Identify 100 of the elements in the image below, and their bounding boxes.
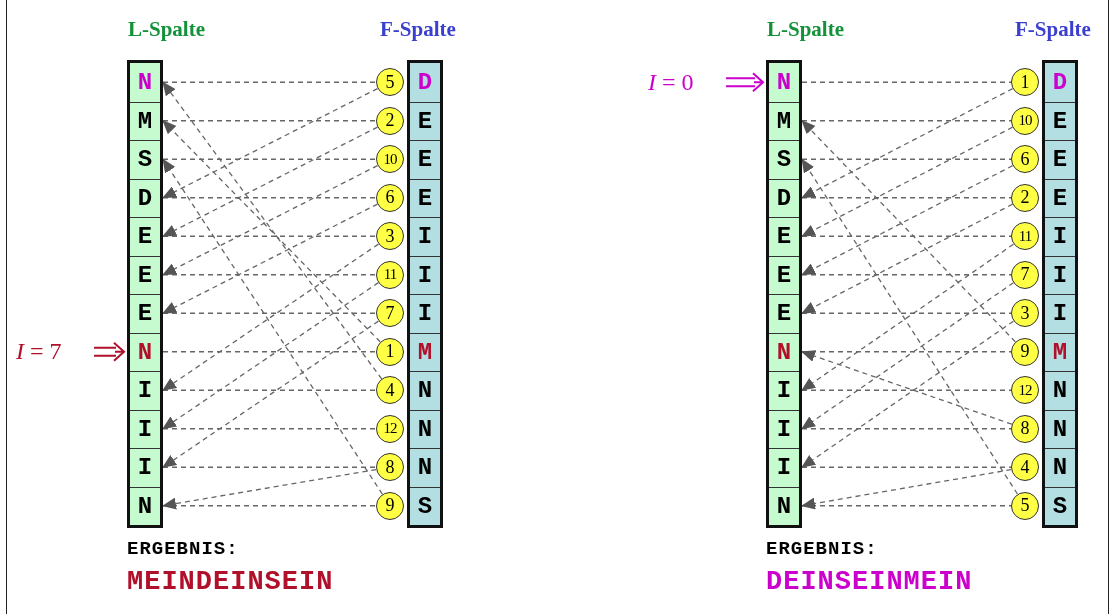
letter-cell: M [130,101,160,140]
dashed-line [162,312,377,314]
number-circle: 10 [1011,106,1039,135]
arrow [162,281,380,430]
letter-cell: D [1045,63,1075,102]
dashed-line [162,81,377,83]
letter-cell: S [410,486,440,525]
dashed-line [162,466,377,468]
letter-cell: E [1045,178,1075,217]
letter-cell: N [1045,371,1075,410]
letter-cell: I [769,448,799,487]
letter-cell: E [130,255,160,294]
number-circle: 1 [1011,68,1039,97]
number-circle: 5 [376,68,404,97]
letter-cell: I [1045,217,1075,256]
dashed-line [162,389,377,391]
dashed-line [162,158,377,160]
dashed-line [162,351,377,353]
arrow [162,203,379,314]
double-arrow [93,341,125,362]
letter-cell: I [1045,255,1075,294]
letter-cell: N [130,486,160,525]
letter-cell: M [1045,332,1075,371]
result-text: MEINDEINSEIN [127,567,334,597]
arrow [801,203,1014,314]
arrow [801,88,1014,199]
letter-cell: I [130,409,160,448]
dashed-line [162,235,377,237]
number-circle: 9 [1011,337,1039,366]
letter-cell: E [130,294,160,333]
letter-cell: M [410,332,440,371]
number-circle: 6 [1011,145,1039,174]
letter-cell: I [130,448,160,487]
letter-cell: E [1045,101,1075,140]
dashed-line [801,158,1012,160]
column-heading: F-Spalte [1015,17,1091,42]
letter-cell: D [410,63,440,102]
double-arrow [725,72,764,93]
dashed-line [801,466,1012,468]
arrow [801,165,1014,276]
number-circle: 4 [376,376,404,405]
letter-cell: N [769,486,799,525]
index-label: I = 7 [16,337,62,366]
letter-cell: E [410,178,440,217]
letter-cell: M [769,101,799,140]
arrow [162,158,383,495]
arrow [162,126,379,237]
number-circle: 7 [376,299,404,328]
number-circle: 2 [376,106,404,135]
number-circle: 9 [376,491,404,520]
letter-cell: I [1045,294,1075,333]
number-circle: 12 [1011,376,1039,405]
arrow [801,320,1015,468]
letter-cell: N [769,332,799,371]
letter-cell: N [1045,448,1075,487]
letter-cell: S [769,140,799,179]
arrow [801,126,1014,237]
dashed-line [801,389,1012,391]
number-circle: 12 [376,414,404,443]
letter-cell: N [410,448,440,487]
result-text: DEINSEINMEIN [766,567,973,597]
dashed-line [801,235,1012,237]
number-circle: 7 [1011,260,1039,289]
letter-cell: N [130,332,160,371]
letter-cell: S [130,140,160,179]
number-circle: 4 [1011,453,1039,482]
index-label: I = 0 [648,68,694,97]
letter-cell: I [410,217,440,256]
column-heading: F-Spalte [380,17,456,42]
letter-cell: I [410,294,440,333]
number-circle: 6 [376,183,404,212]
letter-cell: N [1045,409,1075,448]
letter-cell: S [1045,486,1075,525]
arrow [162,120,381,343]
arrow [162,87,379,199]
number-circle: 5 [1011,491,1039,520]
number-circle: 11 [376,260,404,289]
number-circle: 2 [1011,183,1039,212]
dashed-line [162,120,377,122]
letter-cell: E [769,294,799,333]
letter-cell: E [1045,140,1075,179]
letter-cell: E [410,140,440,179]
arrow [162,243,380,391]
result-heading: ERGEBNIS: [127,538,239,560]
number-circle: 8 [1011,414,1039,443]
number-circle: 8 [376,453,404,482]
number-circle: 3 [376,222,404,251]
arrow [801,350,1013,425]
dashed-line [801,312,1012,314]
letter-cell: E [410,101,440,140]
arrow [162,81,383,380]
letter-cell: I [769,409,799,448]
letter-cell: N [410,409,440,448]
letter-cell: D [130,178,160,217]
letter-cell: E [769,217,799,256]
letter-cell: I [130,371,160,410]
letter-cell: E [130,217,160,256]
letter-cell: I [410,255,440,294]
letter-cell: D [769,178,799,217]
letter-cell: I [769,371,799,410]
